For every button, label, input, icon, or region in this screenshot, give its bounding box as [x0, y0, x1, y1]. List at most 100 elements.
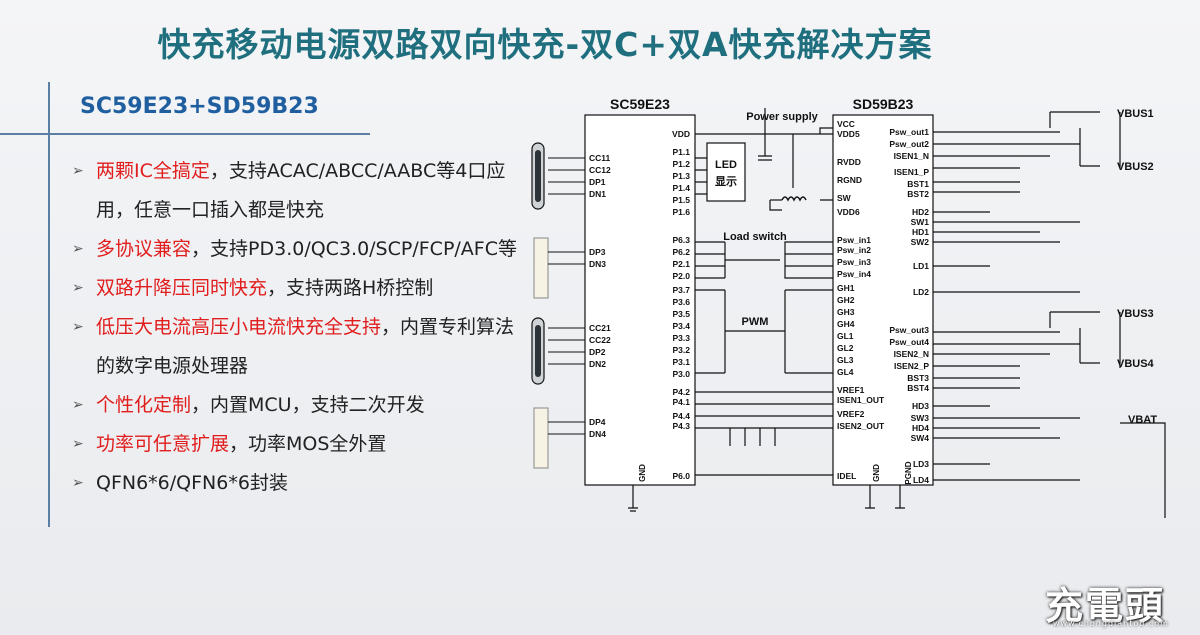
chip2-right-pin: HD4 — [912, 423, 929, 433]
vertical-divider — [48, 82, 50, 527]
chip2-left-pin: GL3 — [837, 355, 854, 365]
led-sub-label: 显示 — [715, 175, 737, 188]
feature-list: 两颗IC全搞定，支持ACAC/ABCC/AABC等4口应用，任意一口插入都是快充… — [72, 152, 522, 503]
vbus1-label: VBUS1 — [1117, 108, 1154, 120]
circuit-schematic: CC11CC12DP1DN1DP3DN3CC21CC22DP2DN2DP4DN4… — [531, 96, 1166, 518]
chip1-right-pin: P1.3 — [673, 171, 691, 181]
chip1-right-pin: P3.1 — [673, 357, 691, 367]
chip2-left-pin: Psw_in1 — [837, 235, 871, 245]
chip1-right-pin: P2.0 — [673, 271, 691, 281]
feature-item: QFN6*6/QFN6*6封装 — [72, 464, 522, 503]
chip1-right-pin: P4.4 — [673, 411, 691, 421]
vbat-label: VBAT — [1128, 414, 1157, 426]
chip2-left-pin: GL1 — [837, 331, 854, 341]
chip2-left-pin: VDD6 — [837, 207, 860, 217]
chip2-right-pin: ISEN2_N — [894, 349, 929, 359]
chip2-left-pin: Psw_in3 — [837, 257, 871, 267]
chip2-name: SD59B23 — [853, 96, 914, 112]
power-supply-label: Power supply — [746, 111, 818, 123]
chip1-left-pin: CC22 — [589, 335, 611, 345]
chip2-left-pin: VDD5 — [837, 129, 860, 139]
feature-item: 低压大电流高压小电流快充全支持，内置专利算法的数字电源处理器 — [72, 308, 522, 386]
vbus2-label: VBUS2 — [1117, 161, 1154, 173]
chip2-right-pin: HD2 — [912, 207, 929, 217]
chip2-left-pin: GL4 — [837, 367, 854, 377]
chip2-right-pin: LD1 — [913, 261, 929, 271]
chip2-right-pin: Psw_out2 — [889, 139, 929, 149]
horizontal-divider — [0, 133, 370, 135]
feature-item: 双路升降压同时快充，支持两路H桥控制 — [72, 269, 522, 308]
chip2-left-pin: VCC — [837, 119, 855, 129]
chip1-right-pin: P1.2 — [673, 159, 691, 169]
chip1-right-pin: P4.2 — [673, 387, 691, 397]
chip2-right-pin: ISEN1_N — [894, 151, 929, 161]
chip2-left-pin: GH2 — [837, 295, 855, 305]
chip1-right-pin: P6.2 — [673, 247, 691, 257]
chip2-left-pin: IDEL — [837, 471, 856, 481]
chip2-right-pin: ISEN1_P — [894, 167, 929, 177]
chip2-box — [832, 114, 934, 486]
chip2-right-pin: HD3 — [912, 401, 929, 411]
chip2-left-pin: GH1 — [837, 283, 855, 293]
chip2-left-pin: GL2 — [837, 343, 854, 353]
chip1-left-pin: CC12 — [589, 165, 611, 175]
chip2-left-pin: RGND — [837, 175, 862, 185]
chip1-right-pin: P6.0 — [673, 471, 691, 481]
chip1-right-pin: P3.2 — [673, 345, 691, 355]
chip1-right-pin: P3.5 — [673, 309, 691, 319]
chongdiantou-logo: 充電頭 www.chongdiantou.com — [1045, 584, 1169, 628]
chip1-right-pin: P6.3 — [673, 235, 691, 245]
chip2-right-pin: Psw_out3 — [889, 325, 929, 335]
feature-item: 多协议兼容，支持PD3.0/QC3.0/SCP/FCP/AFC等 — [72, 230, 522, 269]
chip1-left-pin: DN4 — [589, 429, 606, 439]
chip1-right-pin: P1.6 — [673, 207, 691, 217]
chip1-right-pin: P1.1 — [673, 147, 691, 157]
chip2-left-pin: ISEN1_OUT — [837, 395, 885, 405]
vbus3-label: VBUS3 — [1117, 308, 1154, 320]
chip2-right-pin: Psw_out4 — [889, 337, 929, 347]
led-box — [706, 142, 746, 202]
chip2-left-pin: SW — [837, 193, 852, 203]
chip1-box — [584, 114, 696, 486]
chip2-right-pin: LD2 — [913, 287, 929, 297]
chip1-right-pin: P2.1 — [673, 259, 691, 269]
chip1-right-pin: P4.3 — [673, 421, 691, 431]
chip2-left-pin: GH3 — [837, 307, 855, 317]
feature-item: 个性化定制，内置MCU，支持二次开发 — [72, 386, 522, 425]
chip1-right-pin: P3.3 — [673, 333, 691, 343]
chip2-left-pin: Psw_in4 — [837, 269, 871, 279]
chip1-name: SC59E23 — [610, 96, 670, 112]
led-label: LED — [715, 159, 737, 171]
chip1-left-pin: CC21 — [589, 323, 611, 333]
chip1-left-pin: DN1 — [589, 189, 606, 199]
chip1-right-pin: P1.5 — [673, 195, 691, 205]
chip1-left-pin: DN2 — [589, 359, 606, 369]
chip2-right-pin: SW1 — [911, 217, 930, 227]
usb-a-port-2 — [533, 407, 549, 469]
chip2-left-pin: GH4 — [837, 319, 855, 329]
chip2-right-pin: HD1 — [912, 227, 929, 237]
chip2-right-pin: ISEN2_P — [894, 361, 929, 371]
chip2-left-pin: ISEN2_OUT — [837, 421, 885, 431]
chip1-right-pin: P3.4 — [673, 321, 691, 331]
feature-item: 功率可任意扩展，功率MOS全外置 — [72, 425, 522, 464]
feature-item: 两颗IC全搞定，支持ACAC/ABCC/AABC等4口应用，任意一口插入都是快充 — [72, 152, 522, 230]
chip1-left-pin: DP1 — [589, 177, 606, 187]
chip1-left-pin: DP4 — [589, 417, 606, 427]
chip1-right-pin: VDD — [672, 129, 690, 139]
chip2-right-pin: BST1 — [907, 179, 929, 189]
chip1-right-pin: P4.1 — [673, 397, 691, 407]
chip2-right-pin: BST2 — [907, 189, 929, 199]
chip2-right-pin: SW2 — [911, 237, 930, 247]
chip1-left-pin: CC11 — [589, 153, 611, 163]
chip1-right-pin: P3.7 — [673, 285, 691, 295]
chip2-left-pin: Psw_in2 — [837, 245, 871, 255]
chip2-right-pin: SW4 — [911, 433, 930, 443]
chip1-right-pin: P3.6 — [673, 297, 691, 307]
chip2-pgnd-label: PGND — [904, 461, 913, 484]
pwm-label: PWM — [742, 316, 769, 328]
chip2-right-pin: LD4 — [913, 475, 929, 485]
chip2-left-pin: RVDD — [837, 157, 861, 167]
solution-subtitle: SC59E23+SD59B23 — [80, 94, 319, 119]
chip1-left-pin: DP2 — [589, 347, 606, 357]
